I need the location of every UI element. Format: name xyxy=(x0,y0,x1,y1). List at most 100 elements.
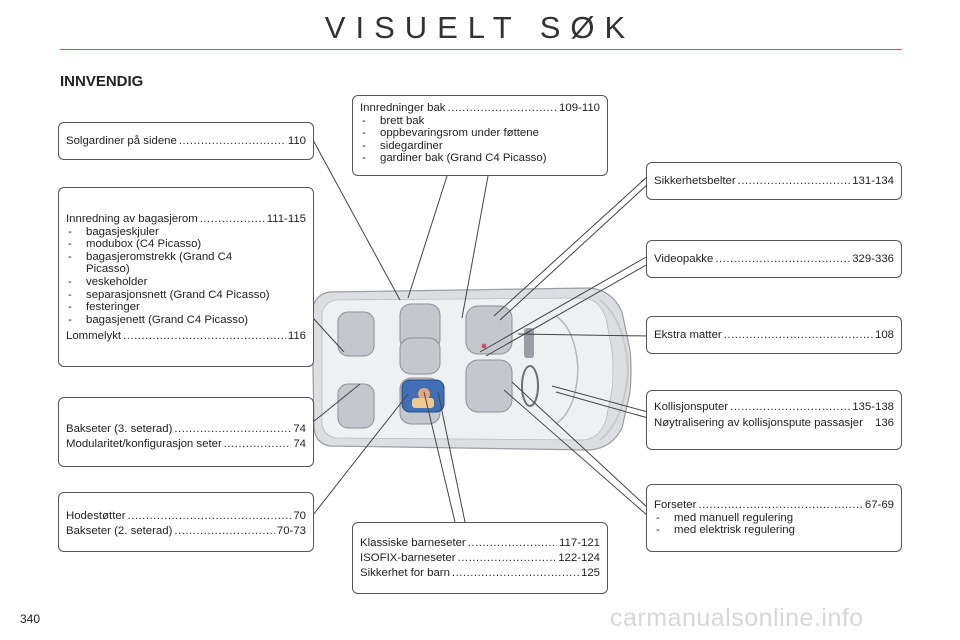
index-entry[interactable]: Videopakke 329-336 xyxy=(654,253,894,266)
page-ref: 74 xyxy=(293,423,306,435)
video-pack-box: Videopakke 329-336 xyxy=(646,240,902,278)
leader-dots xyxy=(179,135,286,148)
index-entry[interactable]: Lommelykt 116 xyxy=(66,330,306,343)
leader-dots xyxy=(123,330,286,343)
index-entry[interactable]: Sikkerhetsbelter 131-134 xyxy=(654,175,894,188)
page-title: VISUELT SØK xyxy=(324,10,636,45)
index-entry[interactable]: Kollisjonsputer 135-138 xyxy=(654,401,894,414)
entry-label: Bakseter (3. seterad) xyxy=(66,423,173,435)
index-entry[interactable]: Klassiske barneseter 117-121 xyxy=(360,536,600,551)
index-entry[interactable]: Hodestøtter 70 xyxy=(66,509,306,524)
section-heading: INNVENDIG xyxy=(60,73,144,90)
dashboard xyxy=(481,328,539,407)
entry-label: Innredninger bak xyxy=(360,102,446,114)
leader-dots xyxy=(452,566,579,581)
page-ref: 110 xyxy=(287,135,306,147)
entry-label: Videopakke xyxy=(654,253,714,265)
index-entry[interactable]: Forseter 67-69 xyxy=(654,499,894,512)
page-ref: 117-121 xyxy=(559,537,600,549)
leader-dots xyxy=(224,437,292,452)
page-ref: 135-138 xyxy=(852,401,894,413)
sun-blinds-box: Solgardiner på sidene 110 xyxy=(58,122,314,160)
index-entry[interactable]: Innredninger bak 109-110 xyxy=(360,102,600,115)
entry-label: Sikkerhetsbelter xyxy=(654,175,736,187)
page-ref: 111-115 xyxy=(266,213,306,225)
sub-item: festeringer xyxy=(66,301,306,314)
page-ref: 109-110 xyxy=(559,102,600,114)
seat-row-1 xyxy=(465,305,513,413)
watermark: carmanualsonline.info xyxy=(610,604,864,632)
page-ref: 116 xyxy=(287,330,306,343)
leader-dots xyxy=(458,551,557,566)
leader-dots xyxy=(200,213,265,226)
headrests-box: Hodestøtter 70 Bakseter (2. seterad) 70-… xyxy=(58,492,314,552)
entry-label: Kollisjonsputer xyxy=(654,401,729,413)
child-seat xyxy=(401,379,445,413)
sub-item: sidegardiner xyxy=(360,140,600,153)
sub-item: bagasjeromstrekk (Grand C4 Picasso) xyxy=(66,251,276,276)
entry-label: Lommelykt xyxy=(66,330,122,343)
entry-label: Modularitet/konfigurasjon seter xyxy=(66,438,222,450)
seat-belts-box: Sikkerhetsbelter 131-134 xyxy=(646,162,902,200)
sub-item: bagasjenett (Grand C4 Picasso) xyxy=(66,314,306,327)
index-entry[interactable]: Bakseter (2. seterad) 70-73 xyxy=(66,524,306,539)
seat-row-3 xyxy=(337,311,375,429)
sub-item: med elektrisk regulering xyxy=(654,524,894,537)
child-seats-box: Klassiske barneseter 117-121 ISOFIX-barn… xyxy=(352,522,608,594)
entry-label: Klassiske barneseter xyxy=(360,537,466,549)
page-ref: 70-73 xyxy=(276,525,306,537)
sub-item: med manuell regulering xyxy=(654,512,894,525)
entry-label: Bakseter (2. seterad) xyxy=(66,525,173,537)
page-ref: 122-124 xyxy=(558,552,600,564)
index-entry[interactable]: Bakseter (3. seterad) 74 xyxy=(66,422,306,437)
page-ref: 67-69 xyxy=(864,499,894,511)
index-entry[interactable]: ISOFIX-barneseter 122-124 xyxy=(360,551,600,566)
entry-label: Ekstra matter xyxy=(654,329,722,341)
title-rule xyxy=(60,49,902,50)
sub-item: veskeholder xyxy=(66,276,306,289)
page-ref: 125 xyxy=(580,567,600,579)
sub-item: modubox (C4 Picasso) xyxy=(66,238,306,251)
index-entry[interactable]: Sikkerhet for barn 125 xyxy=(360,566,600,581)
page-ref: 70 xyxy=(293,510,306,522)
sub-item: separasjonsnett (Grand C4 Picasso) xyxy=(66,289,306,302)
sub-item: bagasjeskjuler xyxy=(66,226,306,239)
leader-dots xyxy=(174,524,275,539)
entry-label: Forseter xyxy=(654,499,697,511)
entry-label: ISOFIX-barneseter xyxy=(360,552,456,564)
index-entry[interactable]: Modularitet/konfigurasjon seter 74 xyxy=(66,437,306,452)
entry-label: Nøytralisering av kollisjonspute passasj… xyxy=(654,416,863,429)
leader-dots xyxy=(715,253,850,266)
leader-dots xyxy=(698,499,862,512)
page-ref: 131-134 xyxy=(852,175,894,187)
entry-label: Hodestøtter xyxy=(66,510,126,522)
extra-mats-box: Ekstra matter 108 xyxy=(646,316,902,354)
page-ref: 329-336 xyxy=(852,253,894,265)
leader-lines xyxy=(312,139,649,523)
entry-label: Solgardiner på sidene xyxy=(66,135,177,147)
index-entry[interactable]: Nøytralisering av kollisjonspute passasj… xyxy=(654,417,894,430)
page-ref: 108 xyxy=(874,329,894,341)
leader-dots xyxy=(448,102,558,115)
index-entry[interactable]: Innredning av bagasjerom 111-115 xyxy=(66,213,306,226)
leader-dots xyxy=(468,536,557,551)
page-ref: 136 xyxy=(874,416,894,429)
page-number: 340 xyxy=(20,612,41,626)
index-entry[interactable]: Ekstra matter 108 xyxy=(654,329,894,342)
rear-fittings-box: Innredninger bak 109-110 brett bak oppbe… xyxy=(352,95,608,176)
leader-dots xyxy=(174,422,291,437)
sub-item: brett bak xyxy=(360,115,600,128)
third-row-seats-box: Bakseter (3. seterad) 74 Modularitet/kon… xyxy=(58,397,314,467)
sub-item: gardiner bak (Grand C4 Picasso) xyxy=(360,152,600,165)
front-seats-box: Forseter 67-69 med manuell regulering me… xyxy=(646,484,902,552)
luggage-compartment-box: Innredning av bagasjerom 111-115 bagasje… xyxy=(58,187,314,367)
leader-dots xyxy=(730,401,850,414)
page-ref: 74 xyxy=(293,438,306,450)
sub-item: oppbevaringsrom under føttene xyxy=(360,127,600,140)
leader-dots xyxy=(128,509,292,524)
airbags-box: Kollisjonsputer 135-138 Nøytralisering a… xyxy=(646,390,902,450)
index-entry[interactable]: Solgardiner på sidene 110 xyxy=(66,135,306,148)
leader-dots xyxy=(724,329,873,342)
leader-dots xyxy=(738,175,851,188)
entry-label: Sikkerhet for barn xyxy=(360,567,450,579)
